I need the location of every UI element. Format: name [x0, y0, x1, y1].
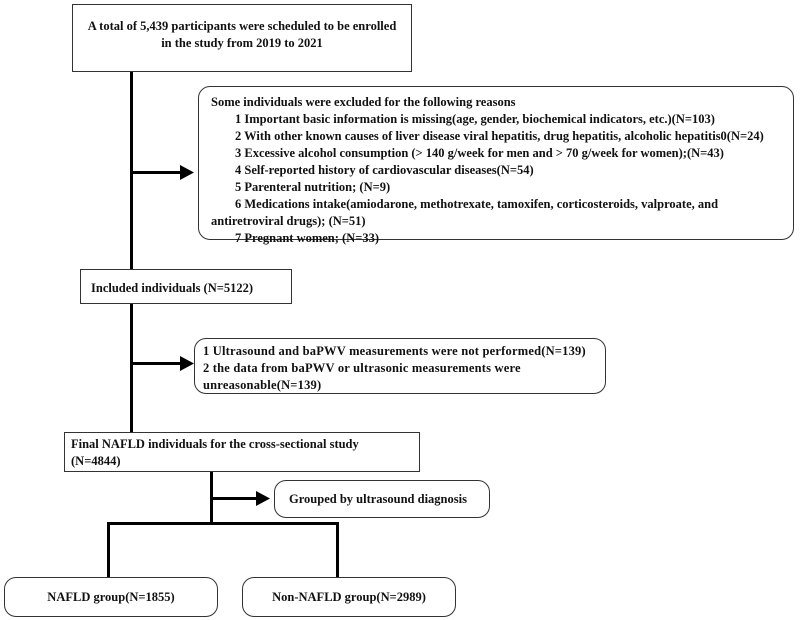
split-right-drop	[336, 522, 339, 577]
split-horizontal-line	[107, 522, 339, 525]
enrollment-line-1: A total of 5,439 participants were sched…	[87, 19, 397, 33]
exclusion-reasons-box: Some individuals were excluded for the f…	[198, 86, 794, 245]
measurement-exclusion-box: 1 Ultrasound and baPWV measurements were…	[194, 338, 606, 394]
main-trunk-line	[130, 72, 133, 269]
third-trunk-line	[210, 472, 213, 524]
measurement-item-1: 1 Ultrasound and baPWV measurements were…	[203, 344, 586, 358]
arrow-exclusion2-head	[180, 356, 194, 371]
final-nafld-box: Final NAFLD individuals for the cross-se…	[64, 432, 420, 472]
arrow-exclusion2-shaft	[132, 362, 182, 365]
grouped-box: Grouped by ultrasound diagnosis	[274, 480, 490, 518]
exclusion-item-6-continued: antiretroviral drugs); (N=51)	[211, 214, 366, 228]
arrow-grouped-shaft	[212, 497, 258, 500]
arrow-exclusion1-head	[180, 165, 194, 180]
enrollment-line-2: in the study from 2019 to 2021	[161, 36, 323, 50]
split-left-drop	[107, 522, 110, 577]
exclusion-item-6: 6 Medications intake(amiodarone, methotr…	[235, 197, 719, 211]
grouped-label: Grouped by ultrasound diagnosis	[289, 492, 467, 506]
enrollment-box: A total of 5,439 participants were sched…	[72, 4, 412, 72]
arrow-grouped-head	[256, 491, 270, 506]
arrow-exclusion1-shaft	[132, 171, 182, 174]
measurement-item-2-continued: unreasonable(N=139)	[203, 378, 322, 392]
exclusion-header: Some individuals were excluded for the f…	[211, 95, 516, 109]
exclusion-item-3: 3 Excessive alcohol consumption (> 140 g…	[235, 146, 724, 160]
exclusion-item-7: 7 Pregnant women; (N=33)	[235, 231, 380, 245]
nafld-group-box: NAFLD group(N=1855)	[4, 577, 218, 617]
non-nafld-group-label: Non-NAFLD group(N=2989)	[272, 590, 426, 604]
second-trunk-line	[130, 304, 133, 432]
exclusion-item-5: 5 Parenteral nutrition; (N=9)	[235, 180, 391, 194]
included-label: Included individuals (N=5122)	[91, 281, 254, 295]
final-line-2: (N=4844)	[71, 454, 121, 468]
exclusion-item-1: 1 Important basic information is missing…	[235, 112, 715, 126]
final-line-1: Final NAFLD individuals for the cross-se…	[71, 437, 359, 451]
measurement-item-2: 2 the data from baPWV or ultrasonic meas…	[203, 361, 521, 375]
non-nafld-group-box: Non-NAFLD group(N=2989)	[242, 577, 456, 617]
exclusion-item-2: 2 With other known causes of liver disea…	[235, 129, 764, 143]
nafld-group-label: NAFLD group(N=1855)	[47, 590, 175, 604]
exclusion-item-4: 4 Self-reported history of cardiovascula…	[235, 163, 534, 177]
included-box: Included individuals (N=5122)	[80, 269, 292, 304]
